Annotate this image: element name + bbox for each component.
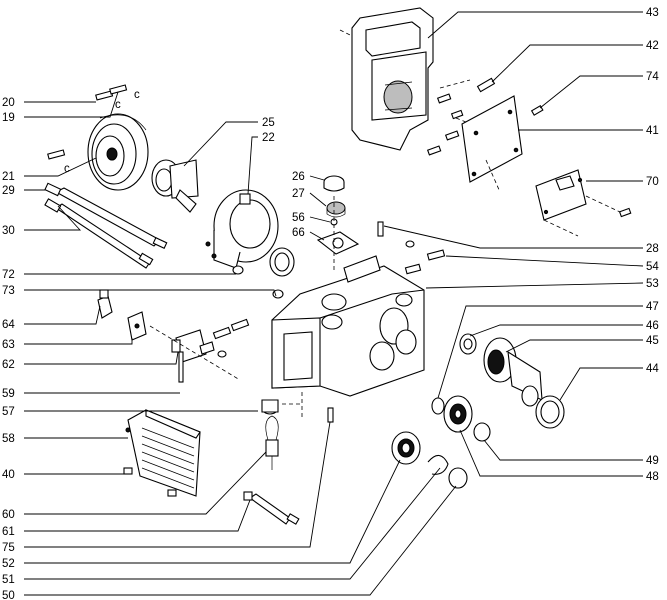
handle-screws bbox=[426, 77, 496, 156]
part-63-bracket bbox=[127, 311, 147, 341]
label-50: 50 bbox=[2, 590, 15, 600]
part-labels: 20 19 21 29 30 25 22 26 27 56 66 72 73 6… bbox=[2, 7, 659, 600]
part-21-pulley bbox=[87, 113, 149, 191]
label-61: 61 bbox=[2, 526, 15, 538]
label-56: 56 bbox=[292, 212, 305, 224]
part-22-motor-housing bbox=[205, 189, 279, 269]
part-41-cover-plate bbox=[461, 95, 523, 193]
part-40-screw bbox=[123, 467, 133, 475]
label-29: 29 bbox=[2, 185, 15, 197]
label-75: 75 bbox=[2, 542, 15, 554]
label-66: 66 bbox=[292, 227, 305, 239]
label-41: 41 bbox=[646, 125, 659, 137]
label-57: 57 bbox=[2, 406, 15, 418]
label-21: 21 bbox=[2, 171, 15, 183]
label-47: 47 bbox=[646, 301, 659, 313]
part-43-handle-frame bbox=[339, 7, 434, 151]
part-53-pump-body bbox=[271, 255, 425, 397]
label-42: 42 bbox=[646, 40, 659, 52]
part-27-spring bbox=[326, 201, 346, 218]
label-45: 45 bbox=[646, 335, 659, 347]
label-52: 52 bbox=[2, 558, 15, 570]
part-49-washer bbox=[473, 422, 491, 442]
part-50-ring bbox=[448, 467, 468, 489]
label-19: 19 bbox=[2, 112, 15, 124]
label-43: 43 bbox=[646, 7, 659, 19]
part-62-switch bbox=[171, 329, 215, 363]
label-60: 60 bbox=[2, 509, 15, 521]
label-58: 58 bbox=[2, 433, 15, 445]
label-72: 72 bbox=[2, 269, 15, 281]
part-47-washer bbox=[431, 397, 445, 415]
parts-28-54-bolts bbox=[377, 221, 446, 275]
label-62: 62 bbox=[2, 359, 15, 371]
parts-72-73-washers bbox=[232, 265, 284, 299]
part-66-valve-plate bbox=[316, 231, 360, 255]
part-46-gear bbox=[459, 333, 477, 355]
part-60-sensor bbox=[265, 415, 279, 470]
label-30: 30 bbox=[2, 225, 15, 237]
part-74-screw bbox=[530, 105, 544, 116]
part-59-pin bbox=[178, 351, 184, 383]
label-48: 48 bbox=[646, 471, 659, 483]
label-40: 40 bbox=[2, 469, 15, 481]
part-58-control-box bbox=[125, 409, 201, 497]
part-45-crankshaft bbox=[483, 337, 543, 407]
label-25: 25 bbox=[262, 117, 275, 129]
label-70: 70 bbox=[646, 176, 659, 188]
parts-29-30-rods bbox=[44, 182, 168, 269]
body-bolts bbox=[212, 318, 250, 358]
part-75-pin bbox=[327, 407, 334, 423]
part-25-shaft bbox=[151, 159, 199, 213]
label-53: 53 bbox=[646, 278, 659, 290]
label-54: 54 bbox=[646, 261, 659, 273]
part-70-plate bbox=[535, 169, 632, 237]
label-74: 74 bbox=[646, 71, 659, 83]
label-22: 22 bbox=[262, 132, 275, 144]
small-mark-c: c bbox=[64, 163, 70, 175]
part-26-cap bbox=[323, 175, 345, 192]
part-44-seal-ring bbox=[535, 395, 565, 429]
part-64-knob bbox=[97, 289, 113, 319]
part-48-gear bbox=[443, 395, 473, 433]
small-mark-c: c bbox=[134, 89, 140, 101]
label-73: 73 bbox=[2, 285, 15, 297]
part-51-snap-ring bbox=[427, 454, 449, 475]
label-44: 44 bbox=[646, 363, 659, 375]
label-63: 63 bbox=[2, 339, 15, 351]
label-28: 28 bbox=[646, 243, 659, 255]
small-mark-c: c bbox=[115, 99, 121, 111]
label-64: 64 bbox=[2, 319, 15, 331]
label-26: 26 bbox=[292, 171, 305, 183]
label-49: 49 bbox=[646, 455, 659, 467]
part-61-probe bbox=[243, 491, 300, 525]
label-20: 20 bbox=[2, 97, 15, 109]
leader-lines bbox=[24, 11, 644, 596]
parts-19-20-screws: c c c bbox=[47, 84, 140, 175]
part-52-bearing bbox=[391, 431, 421, 465]
label-51: 51 bbox=[2, 574, 15, 586]
part-57-fitting bbox=[261, 399, 279, 415]
label-46: 46 bbox=[646, 320, 659, 332]
seal-ring bbox=[269, 247, 295, 277]
label-59: 59 bbox=[2, 388, 15, 400]
label-27: 27 bbox=[292, 188, 305, 200]
